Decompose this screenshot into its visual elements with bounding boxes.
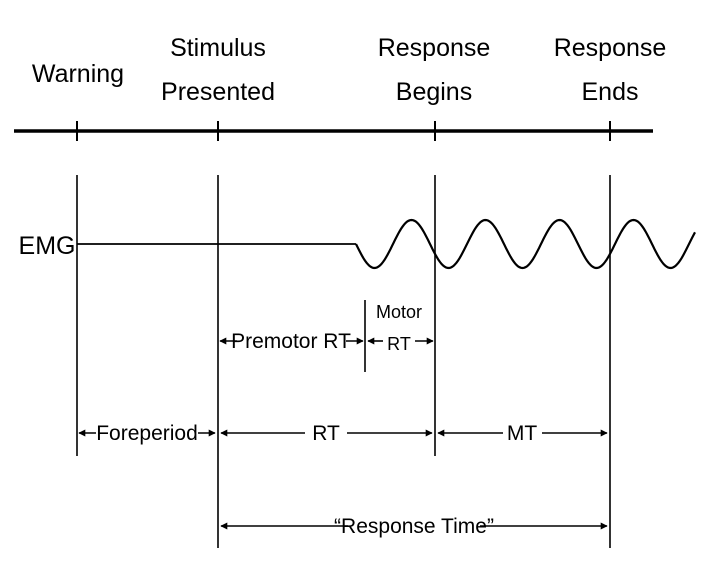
- foreperiod-label: Foreperiod: [96, 422, 198, 445]
- emg-label: EMG: [19, 232, 76, 260]
- response-begins-label-line2: Begins: [396, 78, 472, 106]
- mt-label: MT: [507, 422, 537, 445]
- response-ends-label-line2: Ends: [582, 78, 639, 106]
- stimulus-label-line1: Stimulus: [170, 34, 266, 62]
- motor-rt-label-line1: Motor: [376, 302, 422, 322]
- response-begins-label-line1: Response: [378, 34, 491, 62]
- emg-burst-wave: [355, 218, 696, 270]
- premotor-rt-label: Premotor RT: [231, 330, 351, 353]
- motor-rt-label-line2: RT: [387, 334, 411, 354]
- stimulus-label-line2: Presented: [161, 78, 275, 106]
- rt-label: RT: [312, 422, 340, 445]
- response-ends-label-line1: Response: [554, 34, 667, 62]
- warning-label: Warning: [32, 60, 124, 88]
- response-time-label: “Response Time”: [334, 515, 494, 538]
